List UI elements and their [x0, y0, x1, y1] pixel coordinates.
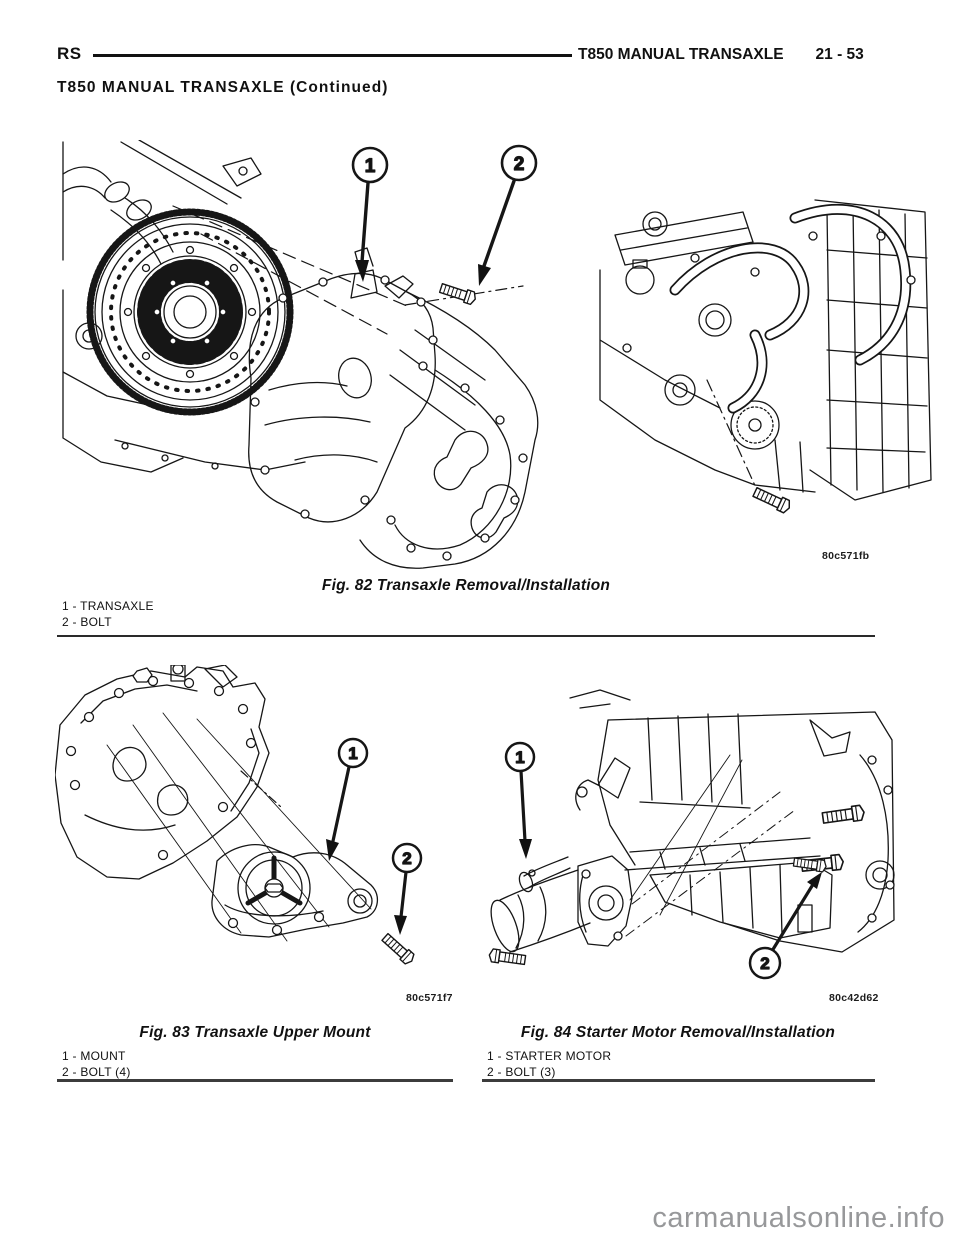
header-page-number: 21 - 53 [815, 46, 864, 63]
callout-2-badge: 2 [391, 842, 423, 935]
arrow-up-icon [807, 872, 822, 889]
alignment-dash-lines [172, 205, 524, 335]
bolt-axis-lines [106, 712, 372, 942]
figure-83-divider [57, 1079, 453, 1082]
callout-1-badge: 1 [504, 741, 536, 859]
section-divider [57, 635, 875, 637]
legend-item: 2 - BOLT (4) [62, 1064, 131, 1079]
callout-2-label: 2 [514, 154, 525, 175]
callout-2-badge: 2 [748, 872, 822, 980]
engine-right-drawing [599, 199, 932, 501]
callout-2-label: 2 [760, 954, 769, 973]
figure-82-legend: 1 - TRANSAXLE 2 - BOLT [62, 599, 154, 630]
arrow-down-icon [478, 264, 491, 286]
figure-83-drawing: 1 2 [55, 665, 423, 967]
callout-1-label: 1 [365, 156, 376, 177]
bolt-icon [751, 485, 793, 515]
bolt-icon [487, 947, 527, 968]
engine-block-drawing [569, 689, 895, 953]
legend-item: 1 - STARTER MOTOR [487, 1049, 612, 1063]
figure-84-divider [482, 1079, 875, 1082]
figure-82-drawing: 1 2 [62, 140, 932, 569]
watermark: carmanualsonline.info [652, 1202, 945, 1234]
callout-1-label: 1 [348, 744, 357, 763]
header-divider [93, 54, 572, 57]
figure-84-caption: Fig. 84 Starter Motor Removal/Installati… [520, 1024, 836, 1041]
transaxle-drawing [248, 247, 539, 569]
arrow-down-icon [394, 915, 407, 935]
clutch-disc-drawing [86, 208, 294, 416]
figure-83-caption: Fig. 83 Transaxle Upper Mount [139, 1024, 371, 1041]
callout-1-badge: 1 [326, 737, 369, 861]
callout-2-label: 2 [402, 849, 411, 868]
legend-item: 1 - TRANSAXLE [62, 599, 154, 613]
starter-motor-drawing [490, 791, 796, 953]
mount-bracket-drawing [211, 844, 378, 938]
figure-83-legend: 1 - MOUNT 2 - BOLT (4) [62, 1049, 131, 1080]
figure-83-code: 80c571f7 [406, 992, 453, 1004]
arrow-down-icon [355, 260, 369, 282]
engine-left-drawing [62, 140, 306, 473]
bolt-icon [438, 281, 478, 307]
figure-82-caption: Fig. 82 Transaxle Removal/Installation [321, 577, 611, 594]
header-model-code: RS [57, 44, 82, 63]
callout-1-badge: 1 [351, 146, 389, 282]
arrow-down-icon [326, 839, 339, 861]
arrow-down-icon [519, 839, 532, 859]
bolt-icon [821, 804, 866, 827]
callout-2-badge: 2 [478, 144, 538, 286]
callout-1-label: 1 [515, 748, 524, 767]
legend-item: 2 - BOLT (3) [487, 1064, 556, 1079]
legend-item: 1 - MOUNT [62, 1049, 126, 1063]
figure-84-code: 80c42d62 [829, 992, 879, 1004]
figure-84-drawing: 1 2 [487, 689, 895, 980]
header-section-title: T850 MANUAL TRANSAXLE [578, 46, 784, 63]
figure-82-code: 80c571fb [822, 550, 870, 562]
legend-item: 2 - BOLT [62, 614, 112, 629]
bolt-icon [379, 931, 417, 967]
transaxle-case-drawing [55, 665, 270, 880]
page-subtitle: T850 MANUAL TRANSAXLE (Continued) [57, 79, 389, 96]
page-header-right: T850 MANUAL TRANSAXLE 21 - 53 [578, 46, 872, 64]
figure-84-legend: 1 - STARTER MOTOR 2 - BOLT (3) [487, 1049, 611, 1080]
